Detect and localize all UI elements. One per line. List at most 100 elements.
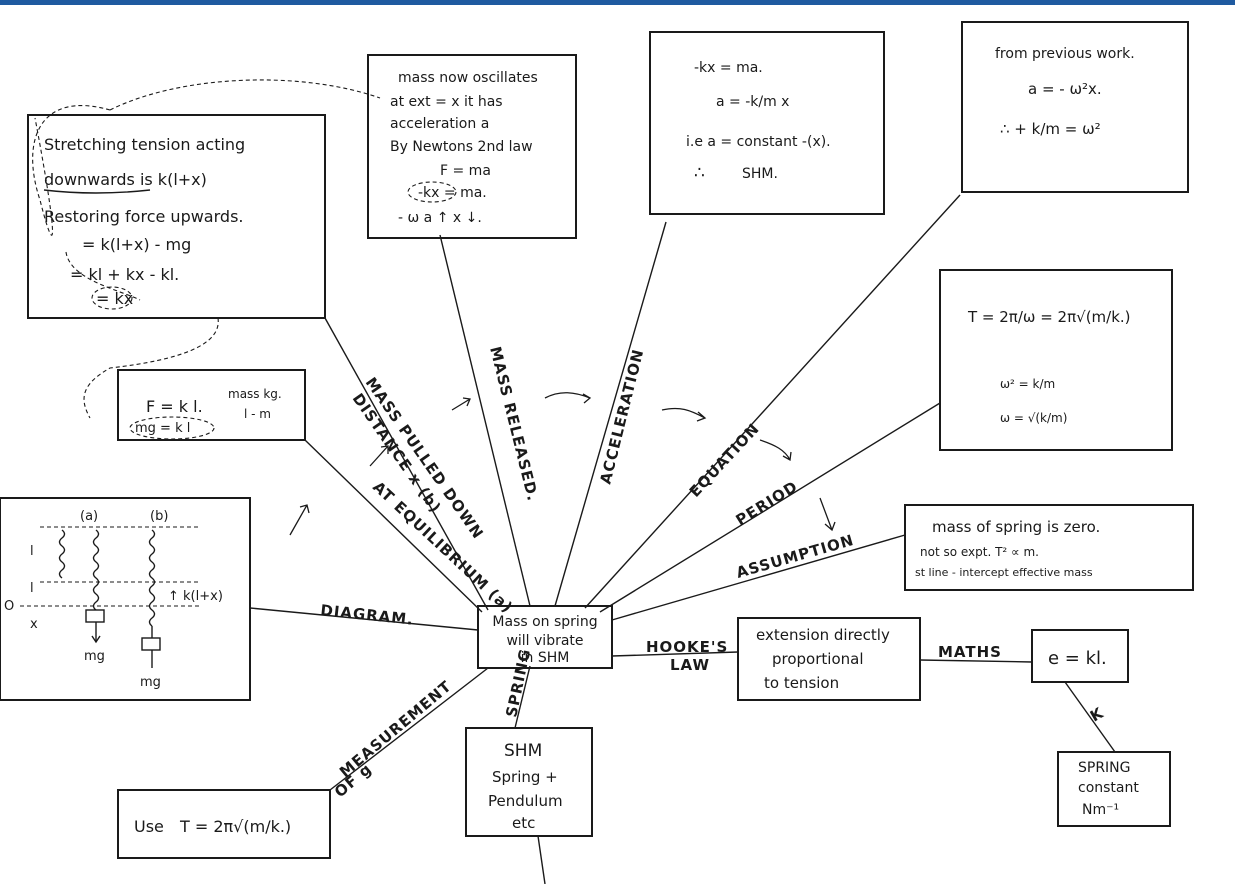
accel-line-2: a = -k/m x bbox=[716, 94, 789, 110]
omega-box-frame bbox=[961, 21, 1189, 193]
branch-mass-released: MASS RELEASED. bbox=[486, 345, 542, 504]
ekl-box[interactable]: e = kl. bbox=[1031, 629, 1129, 683]
branch-assumption: ASSUMPTION bbox=[734, 531, 856, 582]
branch-hookes-law-2: LAW bbox=[670, 656, 710, 674]
tension-line-5: = kl + kx - kl. bbox=[70, 265, 179, 284]
newton-line-4: By Newtons 2nd law bbox=[390, 139, 533, 155]
connector-spring bbox=[514, 665, 531, 729]
central-node-line-2: will vibrate bbox=[506, 633, 583, 649]
tension-line-2: downwards is k(l+x) bbox=[44, 170, 207, 189]
newton-line-1: mass now oscillates bbox=[398, 70, 538, 86]
diagram-label-o: O bbox=[4, 599, 14, 614]
diagram-label-force: ↑ k(l+x) bbox=[168, 589, 223, 604]
spring-diagram-box[interactable]: (a) (b) l l O x mg mg ↑ k(l+x) bbox=[0, 497, 251, 701]
period-box[interactable]: T = 2π/ω = 2π√(m/k.) ω² = k/m ω = √(k/m) bbox=[939, 269, 1173, 451]
connector-at-equilibrium bbox=[304, 439, 483, 613]
tension-line-6: = kx bbox=[96, 289, 133, 308]
spring-constant-box[interactable]: SPRING constant Nm⁻¹ bbox=[1057, 751, 1171, 827]
assumption-line-1: mass of spring is zero. bbox=[932, 518, 1100, 536]
flow-arrow-1 bbox=[289, 504, 310, 536]
central-node-line-3: in SHM bbox=[521, 650, 570, 666]
equilibrium-line-2: mg = k l bbox=[135, 421, 190, 436]
flow-arrow-4 bbox=[544, 392, 592, 404]
hooke-line-3: to tension bbox=[764, 674, 839, 692]
dashed-link-top bbox=[109, 79, 381, 111]
assumption-box-frame bbox=[904, 504, 1194, 591]
kx-circle bbox=[91, 286, 133, 310]
flow-arrow-7 bbox=[819, 497, 836, 532]
accel-line-3: i.e a = constant -(x). bbox=[686, 134, 831, 150]
diagram-label-mg-1: mg bbox=[84, 649, 105, 664]
central-node[interactable]: Mass on spring will vibrate in SHM bbox=[477, 605, 613, 669]
flow-arrow-5 bbox=[661, 407, 707, 422]
assumption-line-3: st line - intercept effective mass bbox=[915, 566, 1093, 579]
connector-acceleration bbox=[554, 221, 667, 607]
shm-spring-box[interactable]: SHM Spring + Pendulum etc bbox=[465, 727, 593, 837]
equilibrium-box-frame bbox=[117, 369, 306, 441]
flow-arrow-6 bbox=[759, 439, 792, 462]
shm-spring-line-1: SHM bbox=[504, 741, 542, 761]
connector-measurement bbox=[329, 667, 489, 791]
use-t-box[interactable]: Use T = 2π√(m/k.) bbox=[117, 789, 331, 859]
connector-assumption bbox=[611, 534, 906, 621]
hooke-box[interactable]: extension directly proportional to tensi… bbox=[737, 617, 921, 701]
acceleration-box[interactable]: -kx = ma. a = -k/m x i.e a = constant -(… bbox=[649, 31, 885, 215]
kx-newton-circle bbox=[407, 181, 457, 203]
connector-k bbox=[1064, 681, 1116, 753]
period-line-2: ω² = k/m bbox=[1000, 377, 1055, 391]
mass-2 bbox=[141, 637, 161, 651]
newton-box-frame bbox=[367, 54, 577, 239]
connector-mass-released bbox=[439, 234, 531, 607]
spring-2 bbox=[92, 529, 100, 611]
connector-mass-pulled-down bbox=[324, 317, 489, 611]
branch-k: K bbox=[1087, 703, 1107, 725]
dashed-links bbox=[32, 79, 381, 419]
spring-1 bbox=[58, 529, 66, 579]
acceleration-box-frame bbox=[649, 31, 885, 215]
diagram-label-l: l bbox=[30, 544, 34, 559]
connector-lines bbox=[249, 194, 1116, 884]
accel-line-5: SHM. bbox=[742, 166, 778, 182]
connector-equation bbox=[584, 194, 961, 609]
flow-arrows bbox=[289, 392, 836, 536]
spring-constant-line-2: constant bbox=[1078, 780, 1139, 796]
period-line-3: ω = √(k/m) bbox=[1000, 411, 1067, 425]
assumption-box[interactable]: mass of spring is zero. not so expt. T² … bbox=[904, 504, 1194, 591]
central-node-line-1: Mass on spring bbox=[492, 614, 597, 630]
branch-equation: EQUATION bbox=[686, 419, 763, 500]
central-node-box bbox=[477, 605, 613, 669]
diagram-label-a: (a) bbox=[80, 509, 98, 524]
omega-line-2: a = - ω²x. bbox=[1028, 80, 1102, 98]
connector-diagram bbox=[249, 607, 479, 631]
hooke-line-2: proportional bbox=[772, 650, 864, 668]
branch-measurement-1: MEASUREMENT bbox=[336, 677, 455, 781]
dashed-link-middle bbox=[83, 317, 219, 419]
tension-box[interactable]: Stretching tension acting downwards is k… bbox=[27, 114, 326, 319]
spring-diagram-frame bbox=[0, 497, 251, 701]
hooke-line-1: extension directly bbox=[756, 626, 890, 644]
period-line-1: T = 2π/ω = 2π√(m/k.) bbox=[967, 308, 1131, 326]
equilibrium-line-4: l - m bbox=[244, 407, 271, 421]
newton-line-7: - ω a ↑ x ↓. bbox=[398, 210, 482, 226]
connector-period bbox=[599, 402, 941, 613]
branch-hookes-law-1: HOOKE'S bbox=[646, 638, 728, 656]
omega-box[interactable]: from previous work. a = - ω²x. ∴ + k/m =… bbox=[961, 21, 1189, 193]
use-t-frame bbox=[117, 789, 331, 859]
branch-spring: SPRING bbox=[502, 647, 534, 719]
window-title-bar bbox=[0, 0, 1235, 5]
spring-constant-line-1: SPRING bbox=[1078, 760, 1131, 776]
ekl-box-frame bbox=[1031, 629, 1129, 683]
flow-arrow-3 bbox=[451, 397, 471, 411]
hooke-box-frame bbox=[737, 617, 921, 701]
diagram-label-b: (b) bbox=[150, 509, 168, 524]
shm-spring-line-2: Spring + bbox=[492, 768, 558, 786]
newton-line-6: -kx = ma. bbox=[418, 185, 487, 201]
newton-line-5: F = ma bbox=[440, 163, 491, 179]
period-box-frame bbox=[939, 269, 1173, 451]
equilibrium-box[interactable]: F = k l. mg = k l mass kg. l - m bbox=[117, 369, 306, 441]
connector-off-page bbox=[537, 835, 546, 884]
connector-hookes-law bbox=[611, 651, 739, 657]
newton-box[interactable]: mass now oscillates at ext = x it has ac… bbox=[367, 54, 577, 239]
branch-period: PERIOD bbox=[733, 477, 802, 529]
